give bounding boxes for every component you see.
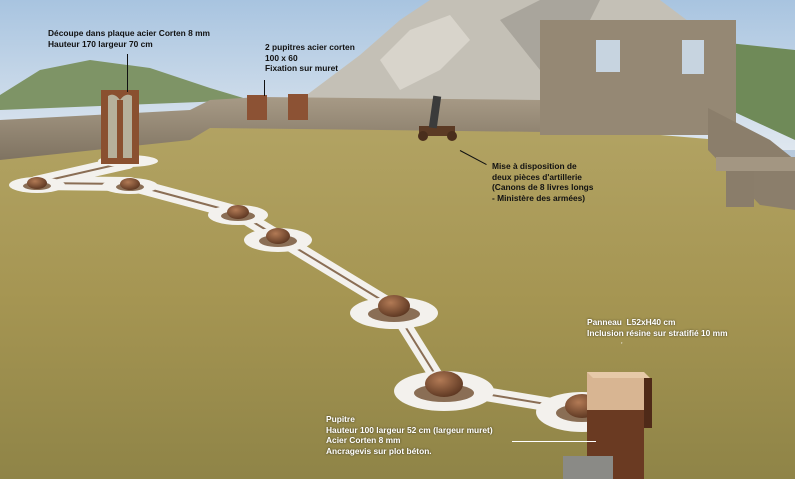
cannon <box>418 95 457 141</box>
leader-line-desks <box>264 80 265 96</box>
left-hills <box>0 60 250 110</box>
mountain-highlight <box>380 15 470 90</box>
tower-window-left <box>596 40 620 72</box>
corten-desk-1 <box>247 95 267 120</box>
bench-support <box>726 171 754 207</box>
leader-line-pupitre <box>512 441 596 442</box>
stone-bench <box>716 157 795 171</box>
visitor-path <box>9 155 628 432</box>
tower-window-right <box>682 40 704 74</box>
corten-desk-2 <box>288 94 308 120</box>
ruined-tower <box>540 20 736 135</box>
leader-line-cutout <box>127 54 128 92</box>
concrete-base <box>563 456 613 479</box>
corten-cutout-frame <box>101 90 139 164</box>
